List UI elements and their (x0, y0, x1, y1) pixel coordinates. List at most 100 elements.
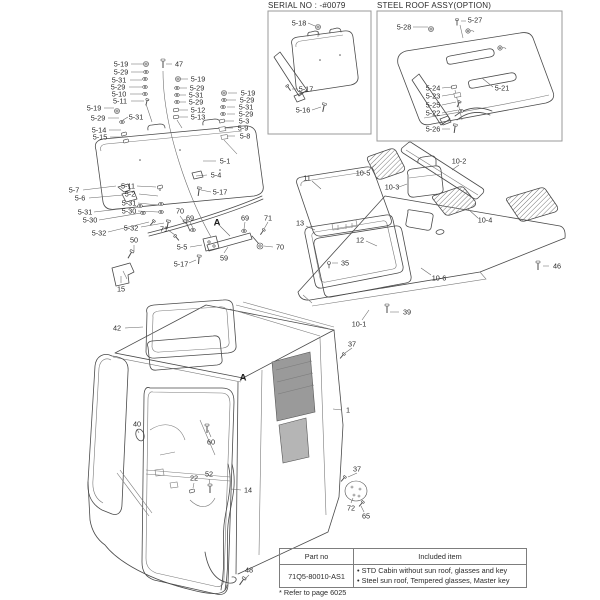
latch-icon (465, 28, 475, 34)
part-label-5-1: 5-1 (220, 157, 231, 166)
part-label-5-32: 5-32 (92, 229, 107, 238)
part-label-5-29: 5-29 (190, 84, 205, 93)
sponge-10-5 (366, 148, 406, 180)
cab-body-art (87, 299, 368, 595)
leader-lines (82, 20, 549, 581)
part-label-42: 42 (113, 324, 121, 333)
part-label-47: 47 (175, 60, 183, 69)
part-label-10-6: 10-6 (432, 274, 447, 283)
part-label-1: 1 (346, 406, 350, 415)
screw-icon (455, 99, 462, 109)
bolt-icon (451, 123, 458, 134)
steel-roof-box-title: STEEL ROOF ASSY(OPTION) (377, 1, 491, 10)
part-label-5-10: 5-10 (112, 90, 127, 99)
part-label-52: 52 (205, 470, 213, 479)
screw-37-icon (338, 351, 347, 360)
sunroof-frame-12 (313, 225, 412, 298)
part-label-5-17: 5-17 (213, 188, 228, 197)
parts-table: Part no Included item 71Q5-80010-AS1 • S… (279, 548, 527, 588)
grommet-40 (135, 428, 145, 442)
included-items-cell: • STD Cabin without sun roof, glasses an… (353, 564, 527, 588)
part-label-50: 50 (130, 236, 138, 245)
part-label-5-17: 5-17 (299, 85, 314, 94)
screw-37-icon (339, 474, 348, 483)
part-label-5-29: 5-29 (111, 83, 126, 92)
part-label-10-5: 10-5 (356, 169, 371, 178)
table-header-included: Included item (353, 548, 527, 565)
part-labels-layer: 5-185-175-165-285-275-245-235-255-225-26… (69, 16, 561, 575)
part-label-5-29: 5-29 (239, 110, 254, 119)
part-label-70: 70 (176, 207, 184, 216)
part-label-5-19: 5-19 (87, 104, 102, 113)
part-label-5-3: 5-3 (239, 117, 250, 126)
front-window-frame (87, 354, 129, 515)
bolt-60-icon (204, 423, 210, 434)
sponge-right (506, 187, 559, 222)
part-label-5-11: 5-11 (121, 182, 135, 191)
bolt-52-icon (207, 483, 213, 494)
part-label-46: 46 (553, 262, 561, 271)
part-label-5-25: 5-25 (426, 101, 441, 110)
screw-icon (455, 18, 459, 26)
included-item-2: • Steel sun roof, Tempered glasses, Mast… (357, 576, 510, 585)
part-label-5-8: 5-8 (240, 132, 251, 141)
table-row: 71Q5-80010-AS1 • STD Cabin without sun r… (279, 564, 527, 588)
rail-10-2 (400, 141, 485, 200)
grommet-icon (428, 26, 434, 32)
part-label-5-31: 5-31 (112, 76, 127, 85)
serial-roof-panel-art (273, 27, 359, 103)
part-label-5-24: 5-24 (426, 84, 441, 93)
door-opening (141, 387, 235, 595)
harness-cable (204, 551, 237, 584)
part-label-5-22: 5-22 (426, 109, 441, 118)
part-label-5-29: 5-29 (91, 114, 106, 123)
part-number-cell: 71Q5-80010-AS1 (279, 564, 354, 588)
part-label-5-29: 5-29 (240, 96, 255, 105)
clip-icon (450, 84, 458, 90)
sunroof-glass-11 (296, 166, 392, 237)
part-label-5-16: 5-16 (296, 106, 311, 115)
part-label-5-23: 5-23 (426, 92, 441, 101)
part-label-5-5: 5-5 (177, 243, 188, 252)
part-label-35: 35 (341, 259, 349, 268)
bolt-icon (320, 102, 328, 113)
part-label-5-7: 5-7 (69, 186, 80, 195)
latch-icon (497, 45, 507, 51)
part-label-5-26: 5-26 (426, 125, 441, 134)
screw-icon (285, 83, 293, 92)
washer-icon (458, 109, 464, 113)
part-label-71: 71 (264, 214, 272, 223)
part-label-5-31: 5-31 (78, 208, 93, 217)
part-label-12: 12 (356, 236, 364, 245)
part-label-5-30: 5-30 (83, 216, 98, 225)
part-label-59: 59 (220, 254, 228, 263)
part-label-37: 37 (348, 340, 356, 349)
part-label-5-9: 5-9 (238, 124, 249, 133)
part-label-60: 60 (207, 438, 215, 447)
part-label-5-19: 5-19 (191, 75, 206, 84)
part-label-39: 39 (403, 308, 411, 317)
roof-parts-art (296, 141, 566, 307)
part-label-13: 13 (296, 219, 304, 228)
part-label-69: 69 (186, 214, 194, 223)
part-label-10-2: 10-2 (452, 157, 467, 166)
part-label-5-30: 5-30 (122, 207, 137, 216)
part-label-65: 65 (362, 512, 370, 521)
cover-72 (344, 480, 368, 502)
steel-roof-panel-art (397, 24, 555, 126)
table-header-partno: Part no (279, 548, 354, 565)
part-label-22: 22 (190, 474, 198, 483)
part-label-5-11: 5-11 (113, 97, 127, 106)
part-label-15: 15 (117, 285, 125, 294)
part-label-11: 11 (303, 174, 311, 183)
part-label-70: 70 (276, 243, 284, 252)
part-label-5-14: 5-14 (92, 126, 107, 135)
serial-box: SERIAL NO : -#0079 (267, 1, 372, 135)
serial-box-title: SERIAL NO : -#0079 (268, 1, 346, 10)
part-label-37: 37 (353, 465, 361, 474)
part-label-5-19: 5-19 (241, 89, 256, 98)
part-label-10-4: 10-4 (478, 216, 493, 225)
part-label-71: 71 (160, 225, 168, 234)
part-label-40: 40 (133, 420, 141, 429)
